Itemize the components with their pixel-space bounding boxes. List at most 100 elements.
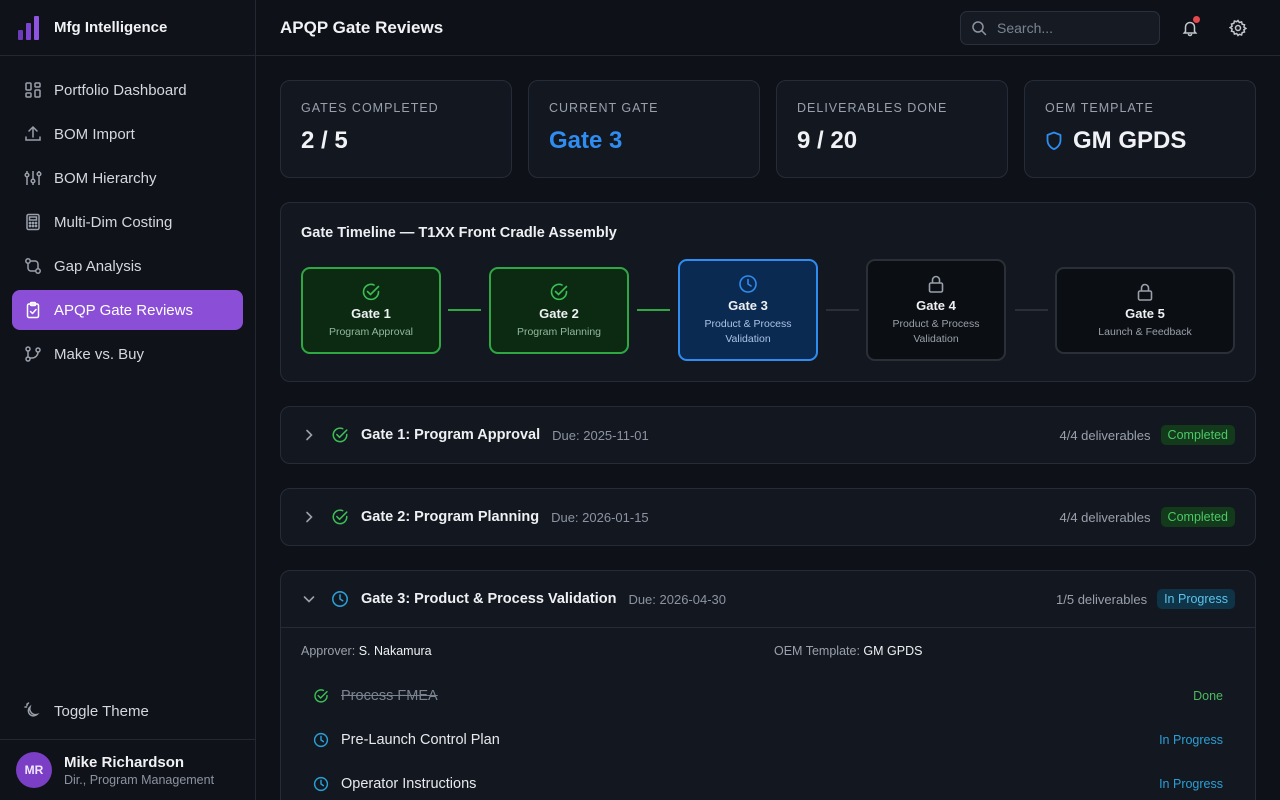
template-value: GM GPDS [863, 644, 923, 658]
gate-name: Gate 4 [916, 297, 956, 313]
status-badge: In Progress [1157, 589, 1235, 609]
sidebar-item-portfolio-dashboard[interactable]: Portfolio Dashboard [12, 70, 243, 110]
stat-label: Gates Completed [301, 101, 439, 115]
sidebar-item-label: BOM Hierarchy [54, 169, 157, 187]
deliverable-item[interactable]: Operator Instructions In Progress [301, 762, 1235, 800]
deliverables-count: 4/4 deliverables [1059, 509, 1151, 525]
stat-value-wrap: GM GPDS [1045, 127, 1235, 155]
theme-icon [24, 702, 42, 720]
gate-name: Gate 1 [351, 305, 391, 321]
stat-deliverables-done: Deliverables Done 9 / 20 [776, 80, 1008, 178]
clock-icon [313, 776, 329, 792]
stat-oem-template: OEM Template GM GPDS [1024, 80, 1256, 178]
timeline-gate-2[interactable]: Gate 2 Program Planning [489, 267, 629, 354]
stat-value: 9 / 20 [797, 127, 858, 154]
gate-details: Approver: S. Nakamura OEM Template: GM G… [281, 627, 1255, 800]
upload-icon [24, 125, 42, 143]
settings-button[interactable] [1226, 16, 1250, 40]
status-badge: Completed [1160, 425, 1235, 445]
deliverable-status: Done [1193, 689, 1223, 703]
gate-subtitle: Launch & Feedback [1098, 325, 1192, 338]
chevron-right-icon[interactable] [301, 427, 317, 443]
sidebar-item-multi-dim-costing[interactable]: Multi-Dim Costing [12, 202, 243, 242]
deliverable-status: In Progress [1159, 777, 1223, 791]
gate-row-title: Gate 2: Program Planning [361, 509, 540, 525]
deliverables-count: 4/4 deliverables [1059, 427, 1151, 443]
sidebar-nav: Portfolio Dashboard BOM Import BOM Hiera… [0, 56, 255, 374]
gap-icon [24, 257, 42, 275]
stat-current-gate: Current Gate Gate 3 [528, 80, 760, 178]
gate-row-header[interactable]: Gate 2: Program Planning Due: 2026-01-15… [281, 489, 1255, 545]
sidebar: Mfg Intelligence Portfolio Dashboard BOM… [0, 0, 256, 800]
gate-row-title: Gate 1: Program Approval [361, 427, 541, 443]
sidebar-item-label: Gap Analysis [54, 257, 142, 275]
timeline-gate-3[interactable]: Gate 3 Product & Process Validation [678, 259, 818, 361]
search-icon [971, 20, 987, 36]
timeline-connector [826, 309, 859, 311]
sidebar-item-bom-hierarchy[interactable]: BOM Hierarchy [12, 158, 243, 198]
gate-name: Gate 3 [728, 297, 768, 313]
timeline-gate-1[interactable]: Gate 1 Program Approval [301, 267, 441, 354]
sidebar-item-make-vs-buy[interactable]: Make vs. Buy [12, 334, 243, 374]
notifications-button[interactable] [1178, 16, 1202, 40]
gate-row-header[interactable]: Gate 3: Product & Process Validation Due… [281, 571, 1255, 627]
search-input[interactable] [997, 20, 1147, 36]
gate-timeline: Gate Timeline — T1XX Front Cradle Assemb… [280, 202, 1256, 382]
notification-dot [1193, 16, 1200, 23]
bell-icon [1181, 19, 1199, 37]
sidebar-item-gap-analysis[interactable]: Gap Analysis [12, 246, 243, 286]
stat-value: Gate 3 [549, 127, 623, 154]
check-circle-icon [361, 282, 381, 302]
status-badge: Completed [1160, 507, 1235, 527]
deliverable-name: Process FMEA [341, 688, 438, 704]
chevron-down-icon[interactable] [301, 591, 317, 607]
sidebar-item-label: Portfolio Dashboard [54, 81, 187, 99]
dashboard-icon [24, 81, 42, 99]
sidebar-item-label: BOM Import [54, 125, 135, 143]
check-circle-icon [331, 508, 349, 526]
clock-icon [738, 274, 758, 294]
gate-row-due: Due: 2025-11-01 [552, 427, 649, 443]
timeline-gate-5[interactable]: Gate 5 Launch & Feedback [1055, 267, 1235, 354]
clock-icon [313, 732, 329, 748]
branch-icon [24, 345, 42, 363]
timeline-connector [1015, 309, 1048, 311]
bar-chart-logo-icon [18, 15, 42, 40]
page-title: APQP Gate Reviews [280, 17, 444, 37]
gate-subtitle: Program Approval [328, 325, 414, 338]
sidebar-item-label: Multi-Dim Costing [54, 213, 173, 231]
deliverable-item[interactable]: Pre-Launch Control Plan In Progress [301, 718, 1235, 762]
check-circle-icon [331, 426, 349, 444]
sidebar-item-label: Make vs. Buy [54, 345, 145, 363]
sidebar-item-apqp-gate-reviews[interactable]: APQP Gate Reviews [12, 290, 243, 330]
chevron-right-icon[interactable] [301, 509, 317, 525]
search-box[interactable] [960, 11, 1160, 45]
timeline-connector [448, 309, 481, 311]
gate-row-due: Due: 2026-04-30 [628, 591, 727, 607]
deliverable-name: Pre-Launch Control Plan [341, 732, 500, 748]
toggle-theme-label: Toggle Theme [54, 702, 149, 720]
shield-icon [1045, 131, 1063, 151]
user-name: Mike Richardson [64, 753, 185, 771]
toggle-theme-button[interactable]: Toggle Theme [12, 691, 244, 731]
gate-row-1: Gate 1: Program Approval Due: 2025-11-01… [280, 406, 1256, 464]
stat-gates-completed: Gates Completed 2 / 5 [280, 80, 512, 178]
stat-label: Current Gate [549, 101, 659, 115]
timeline-connector [637, 309, 670, 311]
main-content: Gates Completed 2 / 5 Current Gate Gate … [256, 56, 1280, 800]
brand[interactable]: Mfg Intelligence [0, 0, 255, 56]
gear-icon [1229, 19, 1247, 37]
calculator-icon [24, 213, 42, 231]
timeline-gate-4[interactable]: Gate 4 Product & Process Validation [866, 259, 1006, 361]
gate-name: Gate 2 [539, 305, 579, 321]
user-profile[interactable]: MR Mike Richardson Dir., Program Managem… [0, 739, 255, 800]
gate-row-header[interactable]: Gate 1: Program Approval Due: 2025-11-01… [281, 407, 1255, 463]
clock-icon [331, 590, 349, 608]
deliverable-item[interactable]: Process FMEA Done [301, 674, 1235, 718]
gate-subtitle: Product & Process Validation [704, 317, 792, 345]
sidebar-item-bom-import[interactable]: BOM Import [12, 114, 243, 154]
clipboard-check-icon [24, 301, 42, 319]
deliverable-status: In Progress [1159, 733, 1223, 747]
gate-name: Gate 5 [1125, 305, 1165, 321]
template-field: OEM Template: GM GPDS [774, 644, 922, 658]
